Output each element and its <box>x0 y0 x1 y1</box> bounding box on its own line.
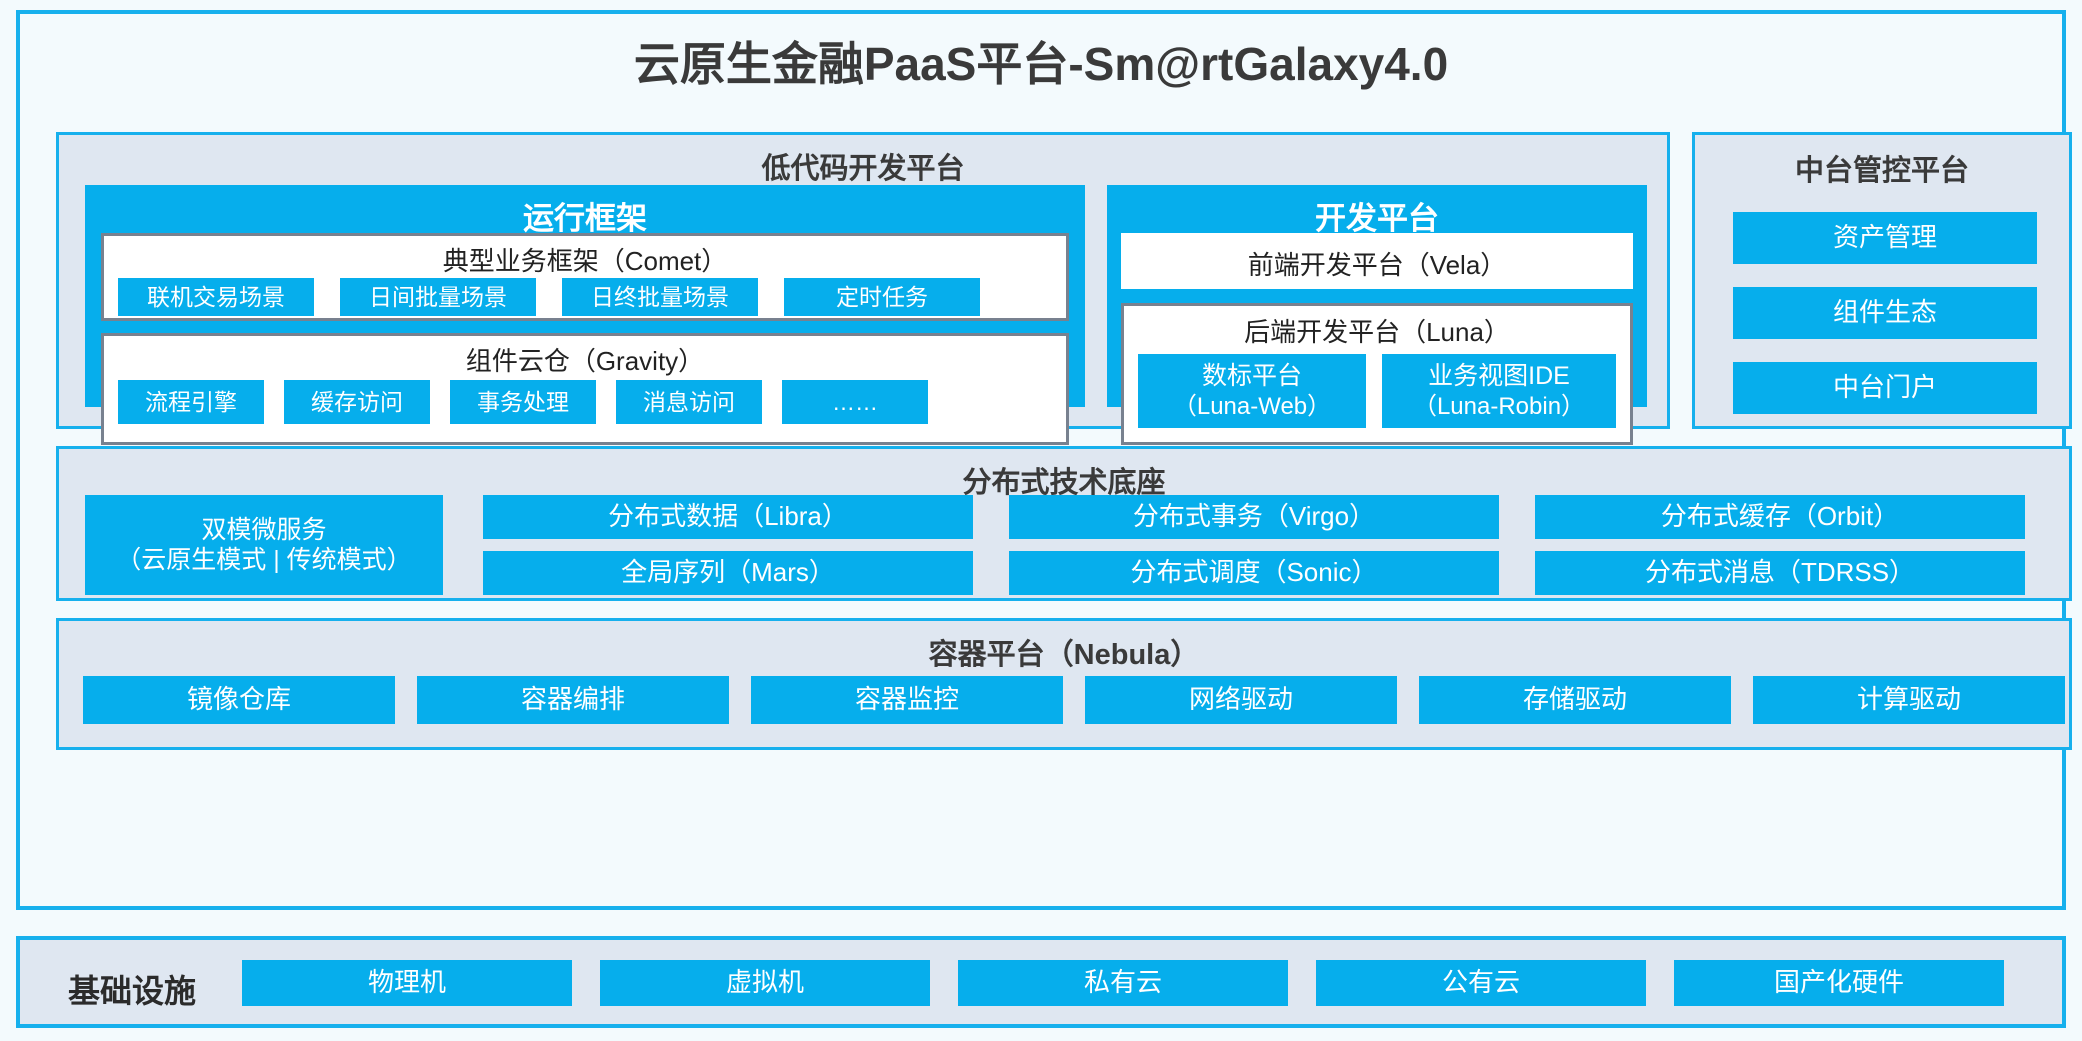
runtime-framework-title: 运行框架 <box>523 201 647 236</box>
comet-item-3[interactable]: 定时任务 <box>784 278 980 316</box>
gravity-item-3[interactable]: 消息访问 <box>616 380 762 424</box>
development-platform-title: 开发平台 <box>1315 201 1439 236</box>
infra-item-virtual-machine[interactable]: 虚拟机 <box>600 960 930 1006</box>
midend-control-panel: 中台管控平台 资产管理 组件生态 中台门户 <box>1692 132 2072 429</box>
backend-item-0-code: （Luna-Web） <box>1172 392 1332 420</box>
development-platform-box: 开发平台 前端开发平台（Vela） 后端开发平台（Luna） 数标平台 （Lun… <box>1107 185 1647 445</box>
comet-card: 典型业务框架（Comet） 联机交易场景 日间批量场景 日终批量场景 定时任务 <box>101 233 1069 321</box>
gravity-title: 组件云仓（Gravity） <box>465 346 705 376</box>
container-item-image-registry[interactable]: 镜像仓库 <box>83 676 395 724</box>
frontend-platform-card[interactable]: 前端开发平台（Vela） <box>1121 233 1633 289</box>
runtime-framework-box: 运行框架 典型业务框架（Comet） 联机交易场景 日间批量场景 日终批量场景 … <box>85 185 1085 445</box>
frontend-platform-label: 前端开发平台（Vela） <box>1247 250 1507 280</box>
infra-item-physical-machine[interactable]: 物理机 <box>242 960 572 1006</box>
midend-control-title: 中台管控平台 <box>1794 155 1969 187</box>
midend-item-portal[interactable]: 中台门户 <box>1733 362 2037 414</box>
backend-item-0-name: 数标平台 <box>1201 362 1302 391</box>
container-item-network-driver[interactable]: 网络驱动 <box>1085 676 1397 724</box>
page-title: 云原生金融PaaS平台-Sm@rtGalaxy4.0 <box>633 38 1449 90</box>
container-item-storage-driver[interactable]: 存储驱动 <box>1419 676 1731 724</box>
comet-item-0[interactable]: 联机交易场景 <box>118 278 314 316</box>
comet-item-1[interactable]: 日间批量场景 <box>340 278 536 316</box>
comet-item-2[interactable]: 日终批量场景 <box>562 278 758 316</box>
dual-mode-name: 双模微服务 <box>201 515 327 544</box>
main-platform-card: 云原生金融PaaS平台-Sm@rtGalaxy4.0 低代码开发平台 运行框架 … <box>16 10 2072 910</box>
infra-item-domestic-hardware[interactable]: 国产化硬件 <box>1674 960 2004 1006</box>
dist-item-mars[interactable]: 全局序列（Mars） <box>483 551 973 595</box>
infra-item-private-cloud[interactable]: 私有云 <box>958 960 1288 1006</box>
comet-title: 典型业务框架（Comet） <box>442 246 728 276</box>
container-platform-title: 容器平台（Nebula） <box>928 639 1200 671</box>
gravity-item-2[interactable]: 事务处理 <box>450 380 596 424</box>
lowcode-platform-title: 低代码开发平台 <box>761 153 965 185</box>
lowcode-platform-panel: 低代码开发平台 运行框架 典型业务框架（Comet） 联机交易场景 日间批量场景… <box>56 132 1670 445</box>
dist-item-libra[interactable]: 分布式数据（Libra） <box>483 495 973 539</box>
dist-item-tdrss[interactable]: 分布式消息（TDRSS） <box>1535 551 2025 595</box>
gravity-card: 组件云仓（Gravity） 流程引擎 缓存访问 事务处理 消息访问 …… <box>101 333 1069 445</box>
backend-item-1-name: 业务视图IDE <box>1428 362 1570 391</box>
backend-platform-title: 后端开发平台（Luna） <box>1244 317 1510 347</box>
midend-item-component-ecosystem[interactable]: 组件生态 <box>1733 287 2037 339</box>
infra-item-public-cloud[interactable]: 公有云 <box>1316 960 1646 1006</box>
container-item-compute-driver[interactable]: 计算驱动 <box>1753 676 2065 724</box>
dual-mode-microservice-chip[interactable]: 双模微服务 （云原生模式 | 传统模式） <box>85 495 443 595</box>
gravity-item-1[interactable]: 缓存访问 <box>284 380 430 424</box>
backend-item-1-code: （Luna-Robin） <box>1412 392 1586 420</box>
dist-item-sonic[interactable]: 分布式调度（Sonic） <box>1009 551 1499 595</box>
backend-platform-card: 后端开发平台（Luna） 数标平台 （Luna-Web） 业务视图IDE （Lu… <box>1121 303 1633 445</box>
container-item-orchestration[interactable]: 容器编排 <box>417 676 729 724</box>
distributed-foundation-title: 分布式技术底座 <box>962 467 1166 499</box>
container-platform-panel: 容器平台（Nebula） 镜像仓库 容器编排 容器监控 网络驱动 存储驱动 计算… <box>56 618 2072 750</box>
midend-item-asset-management[interactable]: 资产管理 <box>1733 212 2037 264</box>
dist-item-orbit[interactable]: 分布式缓存（Orbit） <box>1535 495 2025 539</box>
distributed-foundation-panel: 分布式技术底座 双模微服务 （云原生模式 | 传统模式） 分布式数据（Libra… <box>56 446 2072 601</box>
dual-mode-modes: （云原生模式 | 传统模式） <box>116 546 412 574</box>
backend-item-0[interactable]: 数标平台 （Luna-Web） <box>1138 354 1366 428</box>
infrastructure-bar: 基础设施 物理机 虚拟机 私有云 公有云 国产化硬件 <box>16 936 2066 1028</box>
gravity-item-4[interactable]: …… <box>782 380 928 424</box>
container-item-monitoring[interactable]: 容器监控 <box>751 676 1063 724</box>
infrastructure-label: 基础设施 <box>68 973 197 1009</box>
backend-item-1[interactable]: 业务视图IDE （Luna-Robin） <box>1382 354 1616 428</box>
gravity-item-0[interactable]: 流程引擎 <box>118 380 264 424</box>
dist-item-virgo[interactable]: 分布式事务（Virgo） <box>1009 495 1499 539</box>
